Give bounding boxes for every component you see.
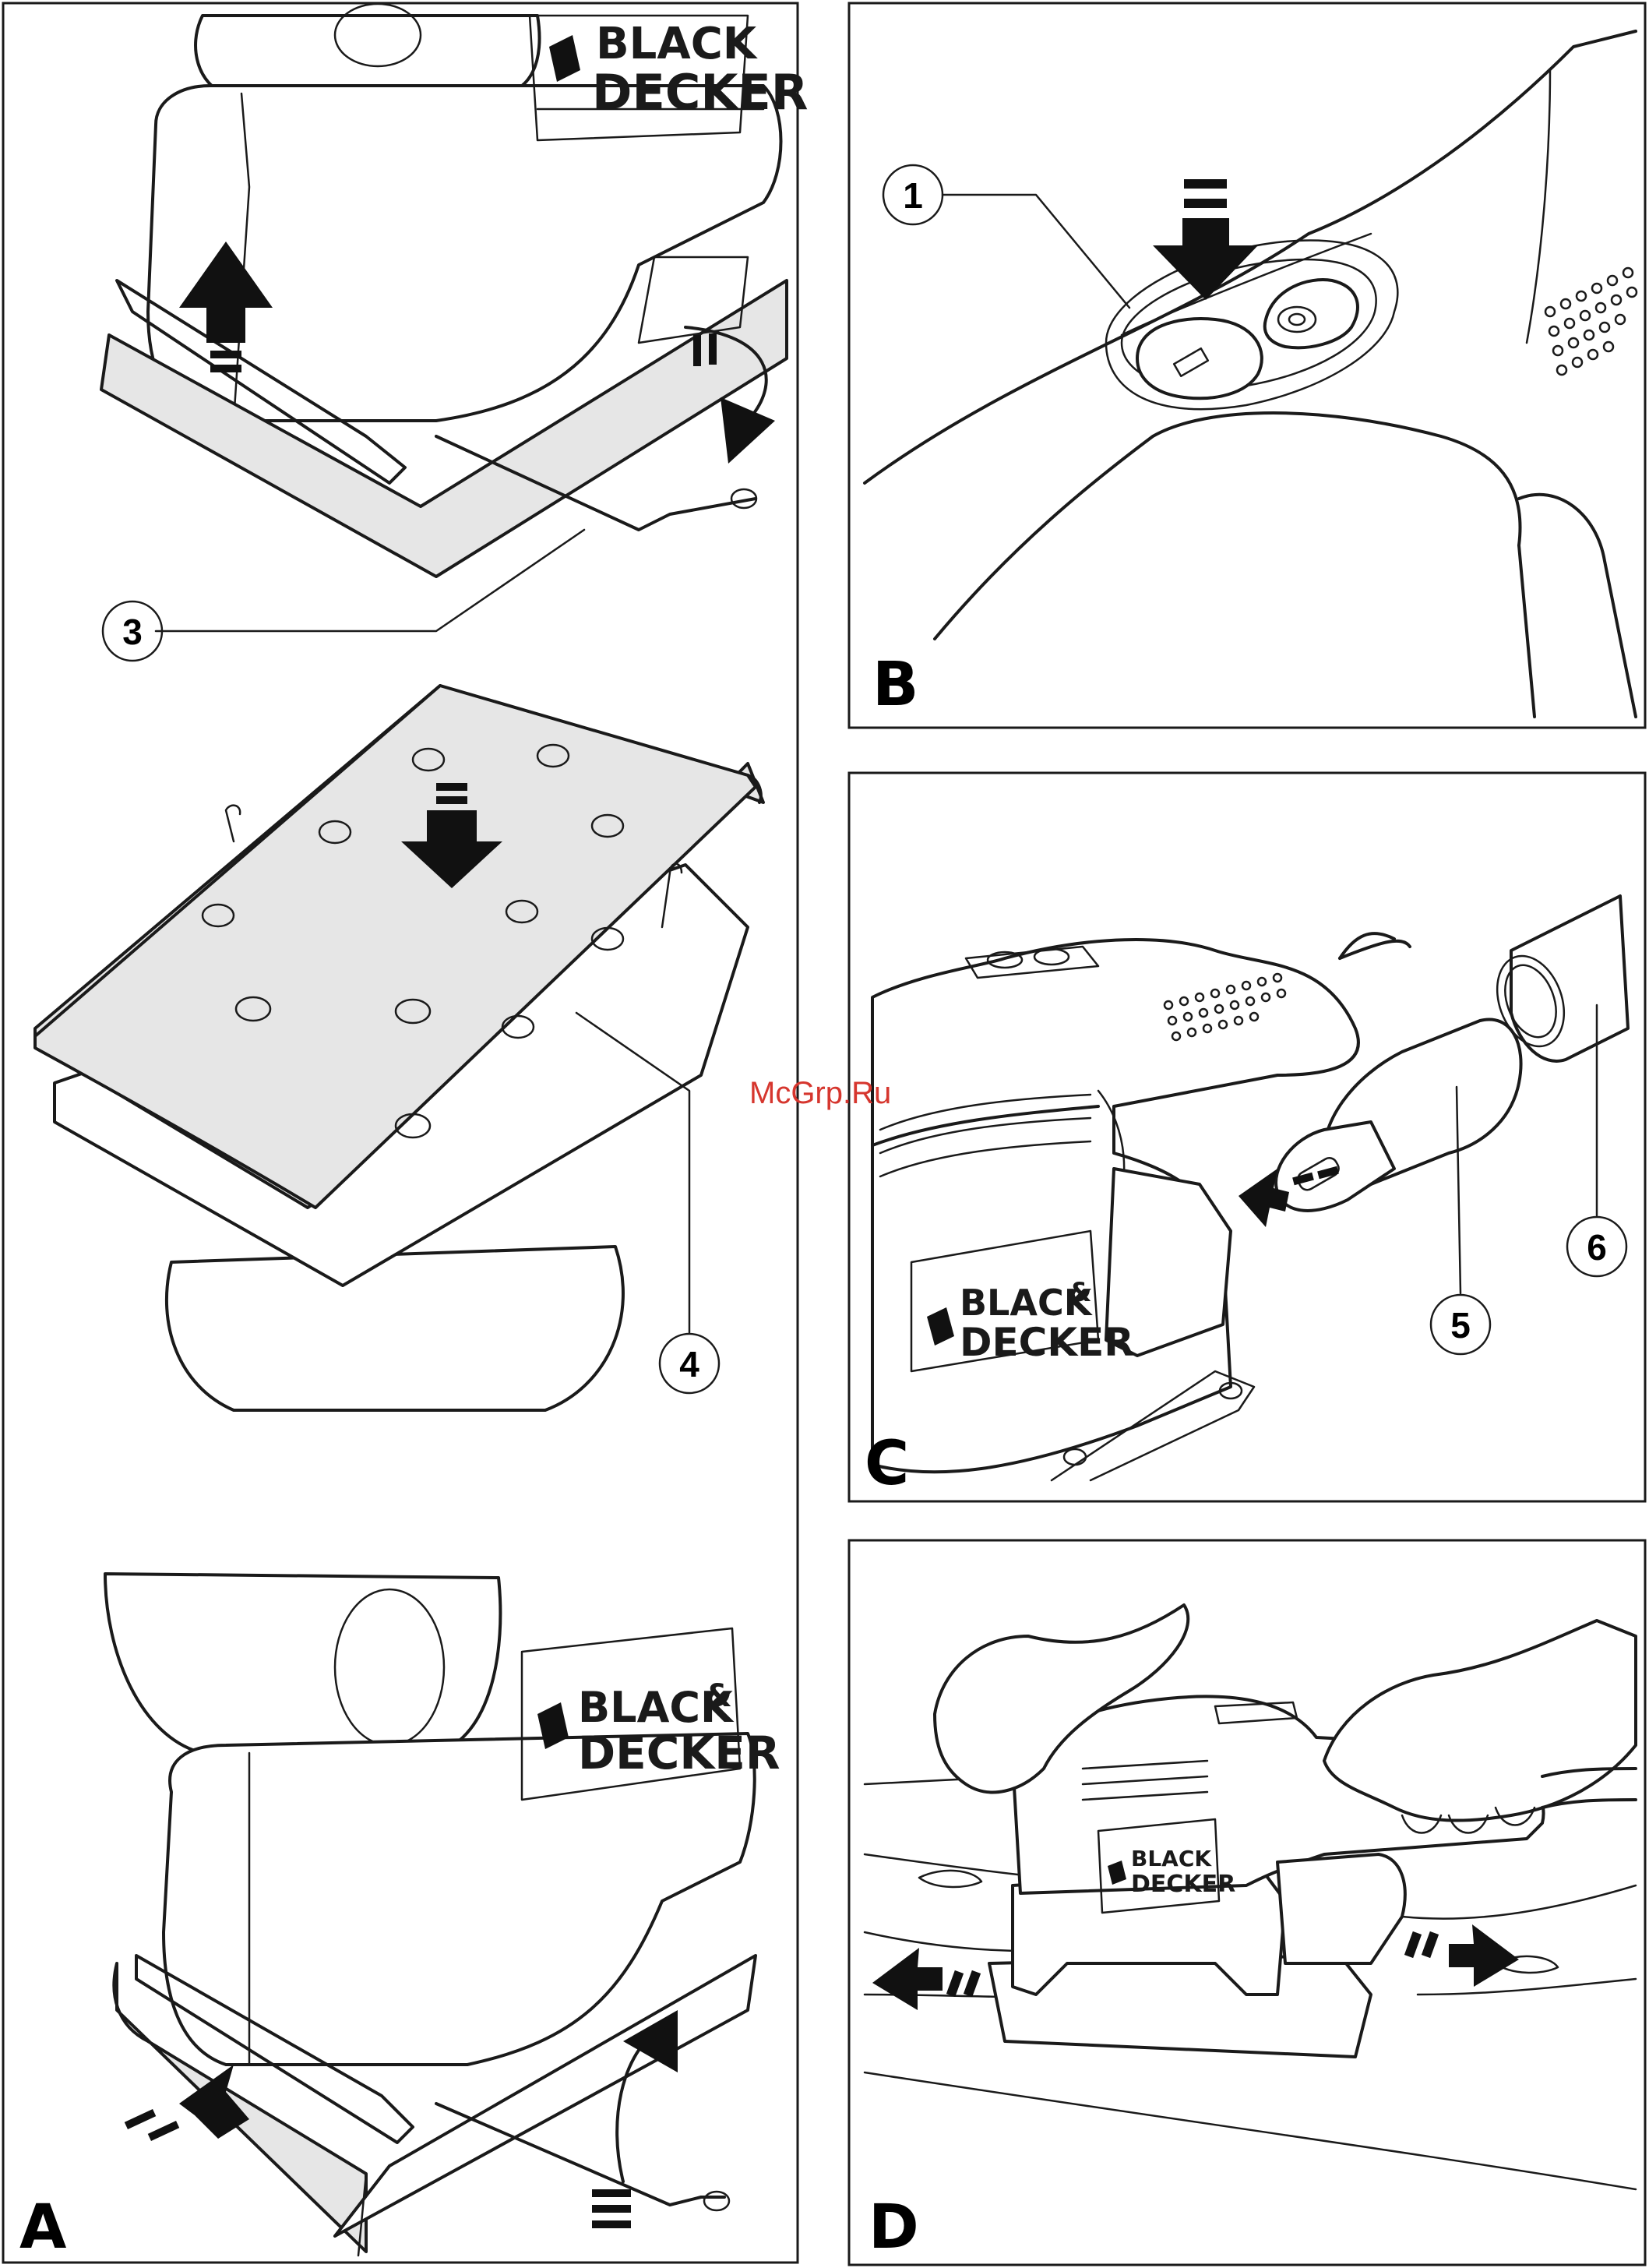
off-button bbox=[1137, 319, 1262, 398]
brand-line1: BLACK bbox=[596, 19, 759, 69]
figure-c-dust-extraction: BLACK & DECKER 5 6 bbox=[872, 896, 1628, 1480]
brand-line2-a3: DECKER bbox=[578, 1727, 780, 1779]
brand-line2: DECKER bbox=[592, 64, 808, 121]
move-left-arrow bbox=[872, 1948, 981, 2010]
callout-1: 1 bbox=[903, 175, 923, 216]
callout-3: 3 bbox=[122, 612, 143, 652]
panel-label-b: B bbox=[872, 650, 918, 720]
grip-dots-b bbox=[1545, 268, 1637, 375]
callout-5: 5 bbox=[1450, 1305, 1471, 1346]
panel-label-a: A bbox=[19, 2192, 66, 2263]
callout-6: 6 bbox=[1587, 1227, 1607, 1268]
brand-amp-c: & bbox=[1069, 1277, 1092, 1308]
callout-4: 4 bbox=[679, 1344, 699, 1384]
brand-line2-c: DECKER bbox=[960, 1320, 1134, 1365]
figure-a1-clamp-open: BLACK DECKER 3 bbox=[101, 4, 808, 661]
panel-label-c: C bbox=[865, 1429, 909, 1499]
figure-a3-clamp-close: BLACK & DECKER bbox=[105, 1574, 780, 2256]
switch-housing bbox=[1106, 240, 1397, 409]
figure-d-sanding-motion: BLACK DECKER bbox=[865, 1605, 1636, 2189]
brand-line2-d: DECKER bbox=[1131, 1871, 1235, 1898]
figure-a2-sanding-sheet: 4 bbox=[35, 686, 763, 1410]
figure-b-switch: 1 bbox=[865, 31, 1637, 717]
right-hand bbox=[1324, 1621, 1636, 1821]
on-button bbox=[1265, 280, 1358, 347]
move-right-arrow bbox=[1404, 1924, 1519, 1987]
brand-line1-d: BLACK bbox=[1131, 1846, 1212, 1871]
watermark-text: McGrp.Ru bbox=[749, 1076, 891, 1110]
press-switch-arrow bbox=[1153, 179, 1258, 300]
panel-label-d: D bbox=[869, 2192, 919, 2263]
brand-amp-a3: & bbox=[705, 1678, 732, 1714]
